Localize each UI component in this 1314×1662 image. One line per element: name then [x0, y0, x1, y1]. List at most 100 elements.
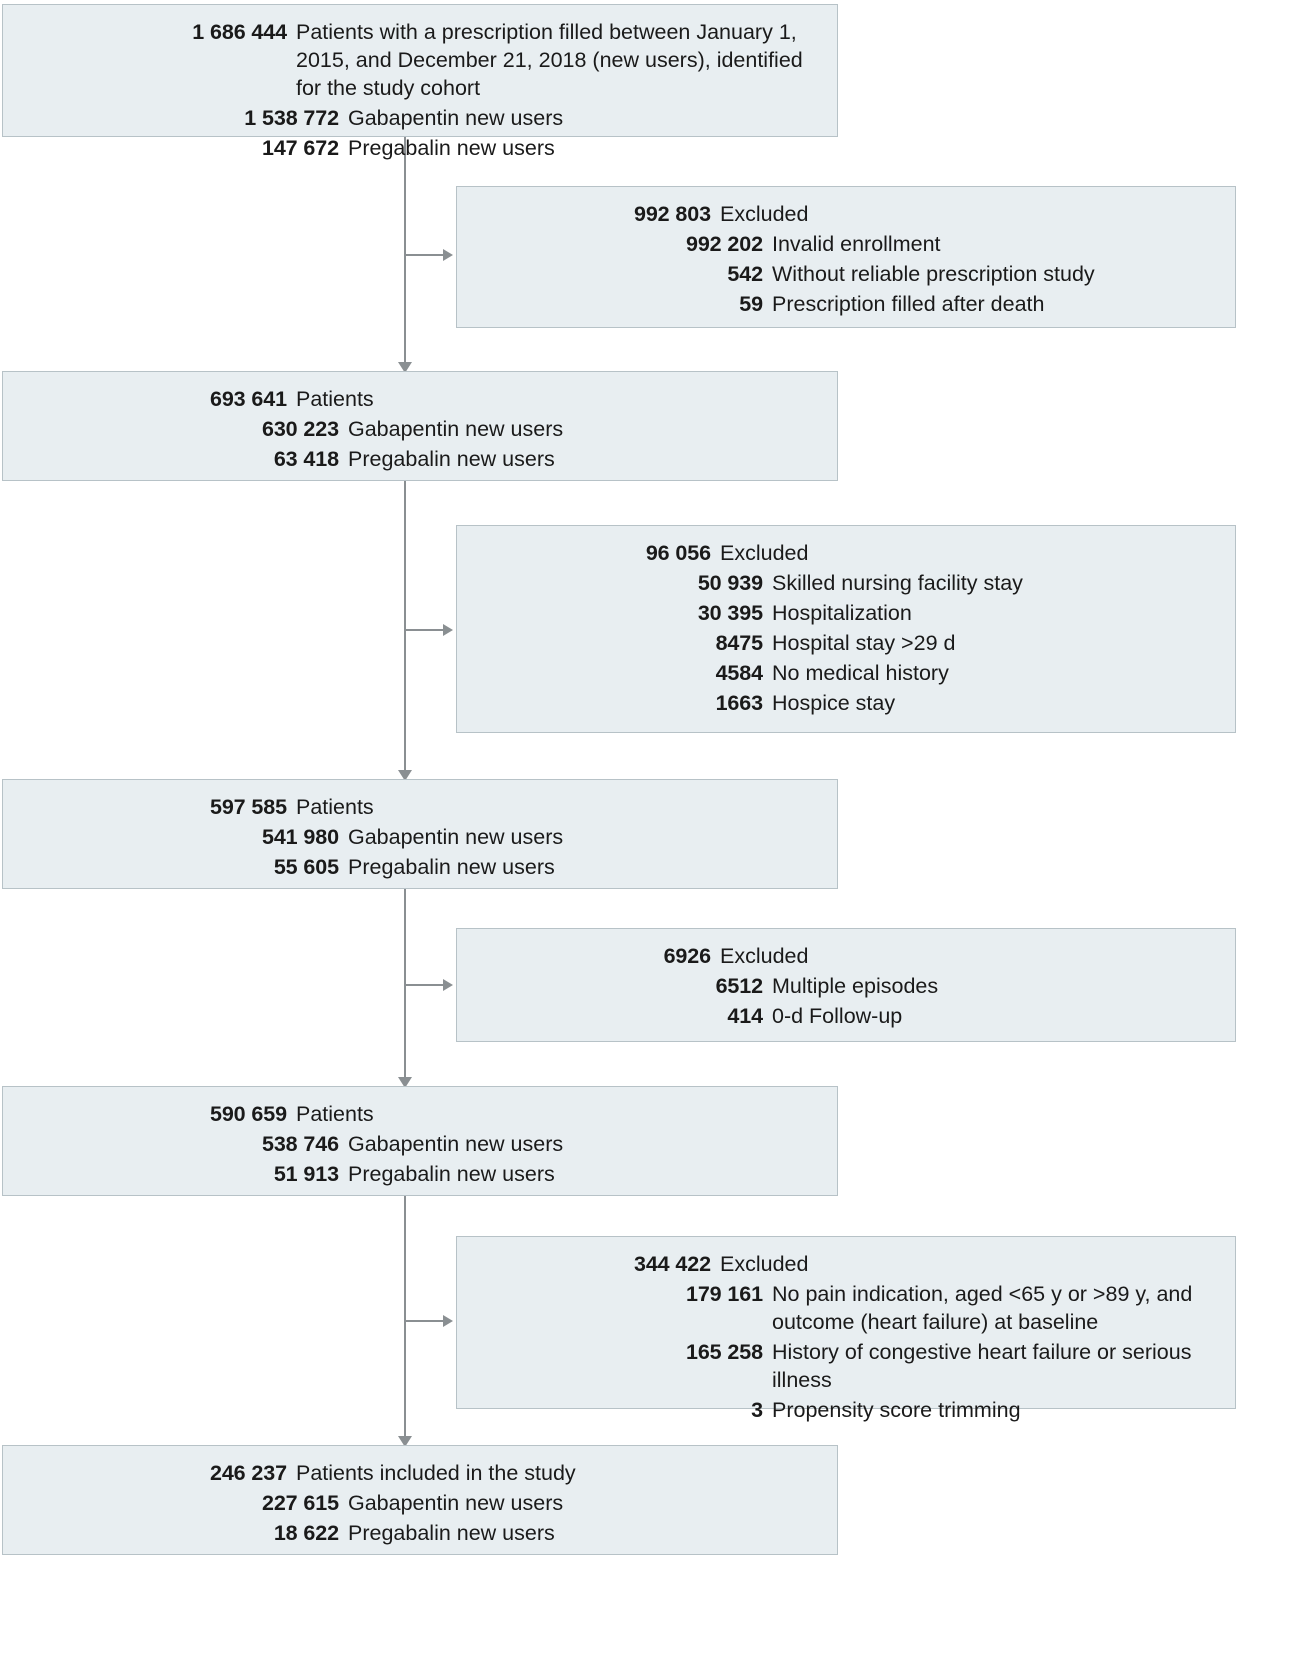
flow-line-count: 147 672	[261, 135, 339, 160]
flow-line: 630 223 Gabapentin new users	[19, 416, 821, 444]
flow-line: 597 585 Patients	[19, 794, 821, 822]
flow-line-label: No pain indication, aged <65 y or >89 y,…	[772, 1281, 1193, 1334]
flow-line-label: Patients	[296, 795, 374, 819]
flow-line-label: Pregabalin new users	[348, 1161, 555, 1186]
flow-line-label: Prescription filled after death	[772, 291, 1045, 316]
node-cohort-final: 246 237 Patients included in the study 2…	[2, 1445, 838, 1555]
flow-line-count: 992 202	[685, 231, 763, 256]
flow-line: 96 056 Excluded	[473, 540, 1219, 568]
flow-line-count: 227 615	[261, 1490, 339, 1515]
flow-line-count: 6512	[715, 973, 764, 998]
flow-line-count: 63 418	[273, 446, 339, 471]
flow-line-count: 18 622	[273, 1520, 339, 1545]
flow-line-count: 1 686 444	[192, 20, 287, 44]
flow-line-count: 1663	[715, 690, 764, 715]
connector-branch-arrow-2	[443, 624, 453, 636]
flow-line-label: Excluded	[720, 541, 809, 565]
connector-branch-arrow-1	[443, 249, 453, 261]
flow-line-label: Patients included in the study	[296, 1461, 576, 1485]
flow-line: 18 622 Pregabalin new users	[19, 1520, 821, 1548]
flow-line-count: 50 939	[697, 570, 763, 595]
connector-branch-2	[405, 629, 445, 631]
flow-line-count: 541 980	[261, 824, 339, 849]
flow-line-count: 693 641	[209, 387, 287, 411]
flow-line-label: Excluded	[720, 1252, 809, 1276]
flow-line-label: Invalid enrollment	[772, 231, 941, 256]
flow-line-label: Pregabalin new users	[348, 446, 555, 471]
connector-arrowhead-2	[398, 770, 412, 781]
flow-line-count: 96 056	[645, 541, 711, 565]
flow-line-count: 630 223	[261, 416, 339, 441]
flow-line-label: Skilled nursing facility stay	[772, 570, 1023, 595]
flow-line-count: 165 258	[685, 1339, 763, 1364]
connector-arrowhead-3	[398, 1077, 412, 1088]
flow-line-label: Pregabalin new users	[348, 1520, 555, 1545]
flow-line: 50 939 Skilled nursing facility stay	[473, 570, 1219, 598]
flow-line-label: Propensity score trimming	[772, 1397, 1021, 1422]
flow-line-count: 4584	[715, 660, 764, 685]
flow-line-label: Hospitalization	[772, 600, 912, 625]
flow-line: 147 672 Pregabalin new users	[19, 135, 821, 163]
flow-line-count: 1 538 772	[244, 105, 339, 130]
flow-line: 538 746 Gabapentin new users	[19, 1131, 821, 1159]
flow-line: 414 0-d Follow-up	[473, 1003, 1219, 1031]
flow-line: 6926 Excluded	[473, 943, 1219, 971]
flow-line-label: 0-d Follow-up	[772, 1003, 903, 1028]
flow-line: 8475 Hospital stay >29 d	[473, 630, 1219, 658]
flow-line-label: Without reliable prescription study	[772, 261, 1095, 286]
flow-line-count: 8475	[715, 630, 764, 655]
flow-line: 165 258 History of congestive heart fail…	[473, 1339, 1219, 1395]
flow-line-label: Hospital stay >29 d	[772, 630, 956, 655]
flow-line-count: 597 585	[209, 795, 287, 819]
node-cohort-initial: 1 686 444 Patients with a prescription f…	[2, 4, 838, 160]
flow-line-label: Excluded	[720, 944, 809, 968]
flow-line: 1 686 444 Patients with a prescription f…	[19, 19, 821, 103]
connector-arrowhead-4	[398, 1436, 412, 1447]
connector-branch-1	[405, 254, 445, 256]
flow-line-label: History of congestive heart failure or s…	[772, 1339, 1192, 1392]
connector-branch-4	[405, 1320, 445, 1322]
flow-line-count: 590 659	[209, 1102, 287, 1126]
flow-line: 542 Without reliable prescription study	[473, 261, 1219, 289]
node-cohort-3: 597 585 Patients 541 980 Gabapentin new …	[2, 779, 838, 889]
flow-line-count: 3	[751, 1397, 763, 1422]
flow-line: 30 395 Hospitalization	[473, 600, 1219, 628]
node-cohort-2: 693 641 Patients 630 223 Gabapentin new …	[2, 371, 838, 481]
flow-line-label: Gabapentin new users	[348, 824, 564, 849]
flow-line: 1663 Hospice stay	[473, 690, 1219, 718]
node-cohort-4: 590 659 Patients 538 746 Gabapentin new …	[2, 1086, 838, 1196]
flow-line-count: 246 237	[209, 1461, 287, 1485]
flow-line-count: 538 746	[261, 1131, 339, 1156]
flow-line-label: Pregabalin new users	[348, 854, 555, 879]
flow-line: 3 Propensity score trimming	[473, 1397, 1219, 1425]
flow-line-label: Gabapentin new users	[348, 1131, 564, 1156]
flow-line-count: 344 422	[633, 1252, 711, 1276]
flow-line: 246 237 Patients included in the study	[19, 1460, 821, 1488]
flow-line-label: Patients with a prescription filled betw…	[296, 20, 803, 100]
flow-line: 227 615 Gabapentin new users	[19, 1490, 821, 1518]
flow-line-count: 992 803	[633, 202, 711, 226]
flow-line: 63 418 Pregabalin new users	[19, 446, 821, 474]
flow-line-count: 6926	[663, 944, 712, 968]
node-excluded-4: 344 422 Excluded 179 161 No pain indicat…	[456, 1236, 1236, 1422]
flow-line-count: 542	[727, 261, 763, 286]
flow-line-count: 30 395	[697, 600, 763, 625]
flow-line: 693 641 Patients	[19, 386, 821, 414]
flow-line: 590 659 Patients	[19, 1101, 821, 1129]
flow-line-count: 414	[727, 1003, 763, 1028]
flow-line-label: Patients	[296, 387, 374, 411]
flow-line: 51 913 Pregabalin new users	[19, 1161, 821, 1189]
flow-line: 55 605 Pregabalin new users	[19, 854, 821, 882]
flow-line: 992 803 Excluded	[473, 201, 1219, 229]
node-excluded-2: 96 056 Excluded 50 939 Skilled nursing f…	[456, 525, 1236, 733]
connector-vline-4	[404, 1193, 406, 1445]
flow-line-count: 179 161	[685, 1281, 763, 1306]
flow-line-label: No medical history	[772, 660, 949, 685]
flow-line-count: 59	[739, 291, 763, 316]
flow-line-label: Gabapentin new users	[348, 105, 564, 130]
flow-line: 6512 Multiple episodes	[473, 973, 1219, 1001]
node-excluded-3: 6926 Excluded 6512 Multiple episodes 414…	[456, 928, 1236, 1042]
flow-line-count: 55 605	[273, 854, 339, 879]
flow-line-label: Patients	[296, 1102, 374, 1126]
